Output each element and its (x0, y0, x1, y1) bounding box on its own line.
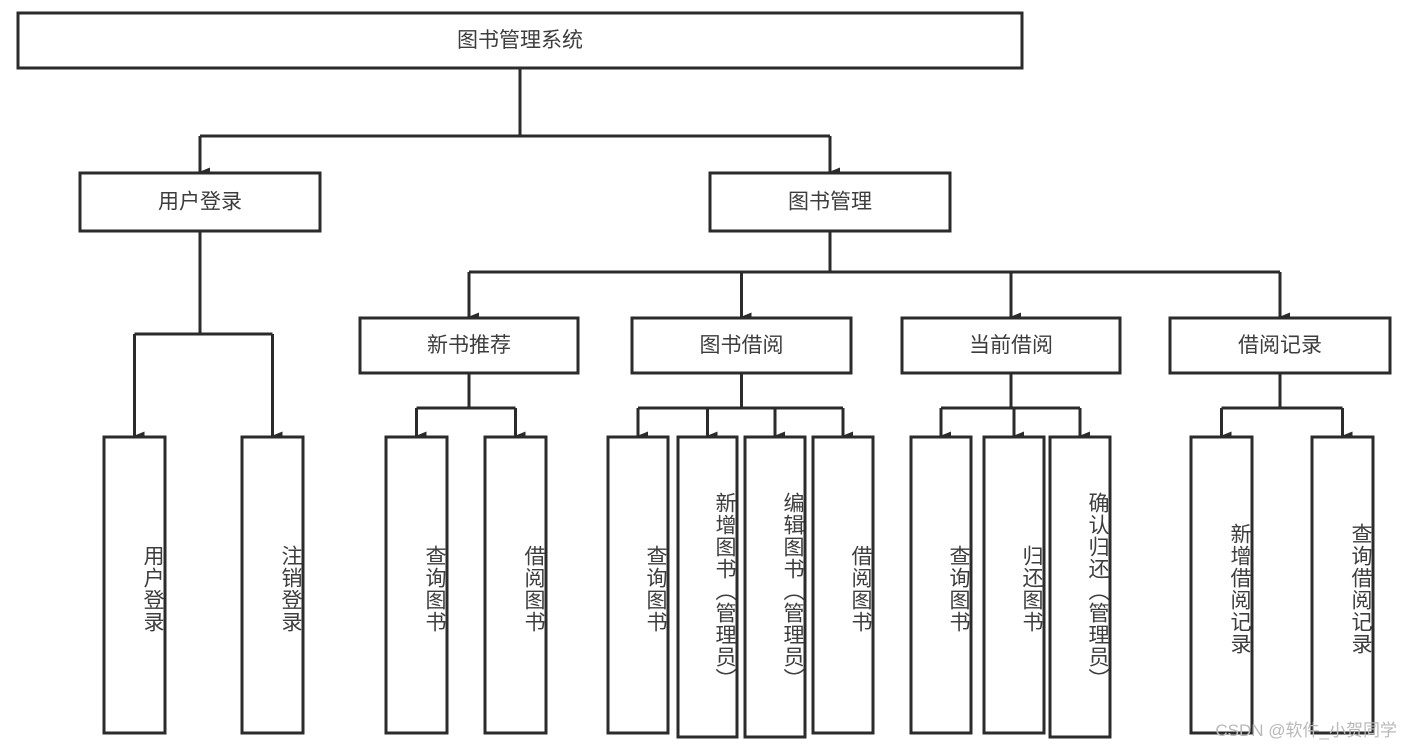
node-box[interactable] (1189, 435, 1254, 735)
node-box[interactable] (240, 435, 305, 735)
leaf-box-leaf-query-record[interactable] (1310, 435, 1375, 735)
node-box[interactable] (909, 435, 973, 735)
leaf-box-leaf-add-book[interactable] (676, 435, 739, 739)
leaf-box-leaf-return-book[interactable] (982, 435, 1046, 735)
node-label: 新书推荐 (427, 334, 511, 357)
leaf-box-leaf-edit-book[interactable] (743, 435, 807, 739)
leaf-box-leaf-query-book-1[interactable] (384, 435, 449, 735)
node-label: 用户登录 (158, 191, 242, 214)
node-box[interactable] (1310, 435, 1375, 735)
node-book-manage[interactable]: 图书管理 (708, 171, 952, 233)
leaf-box-leaf-add-record[interactable] (1189, 435, 1254, 735)
leaf-box-leaf-borrow-book-2[interactable] (811, 435, 875, 735)
connector-layer (133, 68, 1353, 441)
watermark: CSDN @软件_小贺同学 (1215, 721, 1397, 740)
node-current-borrow[interactable]: 当前借阅 (900, 316, 1122, 375)
node-box[interactable] (102, 435, 167, 735)
leaf-box-leaf-logout[interactable] (240, 435, 305, 735)
node-label: 图书管理 (788, 191, 872, 214)
node-box[interactable] (606, 435, 670, 735)
node-label: 借阅记录 (1238, 334, 1322, 357)
node-borrow-record[interactable]: 借阅记录 (1168, 316, 1392, 375)
node-label: 当前借阅 (969, 334, 1053, 357)
node-new-book-rec[interactable]: 新书推荐 (358, 316, 580, 375)
node-box[interactable] (358, 316, 580, 375)
node-user-login[interactable]: 用户登录 (78, 171, 322, 233)
node-label: 图书借阅 (700, 334, 784, 357)
node-label: 图书管理系统 (457, 29, 583, 52)
node-box[interactable] (982, 435, 1046, 735)
node-root[interactable]: 图书管理系统 (16, 11, 1024, 70)
leaf-box-leaf-user-login[interactable] (102, 435, 167, 735)
node-box[interactable] (1168, 316, 1392, 375)
node-box[interactable] (676, 435, 739, 739)
leaf-box-leaf-query-book-2[interactable] (606, 435, 670, 735)
node-box[interactable] (16, 11, 1024, 70)
leaf-box-leaf-borrow-book-1[interactable] (483, 435, 548, 735)
node-box[interactable] (483, 435, 548, 735)
node-box[interactable] (900, 316, 1122, 375)
node-box[interactable] (708, 171, 952, 233)
leaf-box-leaf-confirm-return[interactable] (1048, 435, 1112, 739)
node-box[interactable] (811, 435, 875, 735)
node-box[interactable] (78, 171, 322, 233)
node-box[interactable] (1048, 435, 1112, 739)
leaf-box-leaf-query-book-3[interactable] (909, 435, 973, 735)
node-book-borrow[interactable]: 图书借阅 (630, 316, 853, 375)
node-box[interactable] (630, 316, 853, 375)
node-box[interactable] (384, 435, 449, 735)
node-box[interactable] (743, 435, 807, 739)
